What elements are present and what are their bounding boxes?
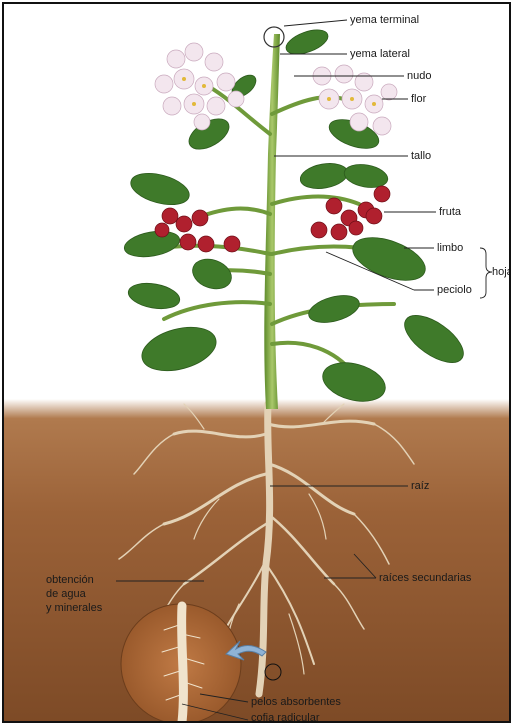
label-hoja: hoja: [492, 266, 511, 278]
label-obtencion-1: obtención: [46, 574, 94, 586]
label-peciolo: peciolo: [437, 284, 472, 296]
label-yema-terminal: yema terminal: [350, 14, 419, 26]
label-obtencion-3: y minerales: [46, 602, 102, 614]
label-flor: flor: [411, 93, 426, 105]
soil: [4, 399, 511, 723]
label-limbo: limbo: [437, 242, 463, 254]
label-yema-lateral: yema lateral: [350, 48, 410, 60]
label-pelos-absorbentes: pelos absorbentes: [251, 696, 341, 708]
label-tallo: tallo: [411, 150, 431, 162]
label-nudo: nudo: [407, 70, 431, 82]
label-raices-secundarias: raíces secundarias: [379, 572, 471, 584]
label-fruta: fruta: [439, 206, 461, 218]
plant-illustration: [4, 4, 511, 723]
stem: [264, 34, 280, 409]
label-obtencion-2: de agua: [46, 588, 86, 600]
label-raiz: raíz: [411, 480, 429, 492]
label-cofia-radicular: cofia radicular: [251, 712, 319, 723]
